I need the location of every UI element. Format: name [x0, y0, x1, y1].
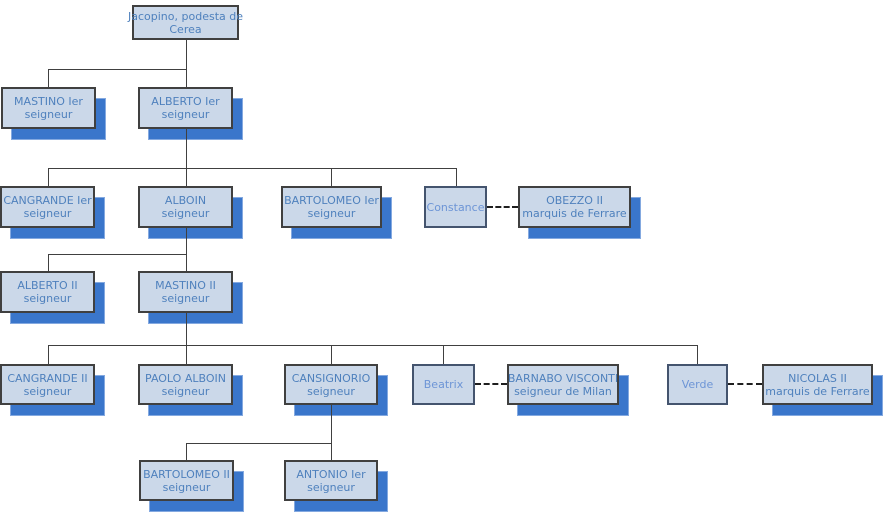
descent-connector: [331, 345, 332, 364]
node-label: MASTINO Ier: [14, 95, 83, 108]
node-label: marquis de Ferrare: [522, 207, 627, 220]
node-label: seigneur: [161, 384, 210, 398]
descent-connector: [443, 345, 444, 364]
node-label: seigneur: [307, 384, 355, 398]
descent-connector: [186, 228, 187, 255]
descent-connector: [48, 345, 49, 364]
node-label: MASTINO II: [155, 279, 216, 292]
node-label: OBEZZO II: [546, 194, 603, 207]
node-label: seigneur: [24, 108, 73, 121]
descent-connector: [48, 168, 457, 169]
node-label: Jacopino, podesta de: [128, 9, 243, 23]
node-label: NICOLAS II: [788, 371, 847, 385]
node-label: seigneur de Milan: [514, 384, 612, 398]
node-label: seigneur: [307, 480, 355, 494]
node-label: ALBOIN: [164, 194, 207, 207]
descent-connector: [48, 69, 49, 87]
node-label: ALBERTO Ier: [151, 95, 220, 108]
descent-connector: [186, 345, 187, 364]
node-label: seigneur: [162, 480, 211, 494]
node-constance: Constance: [424, 186, 487, 228]
node-label: seigneur: [307, 207, 356, 220]
node-label: Beatrix: [423, 378, 464, 391]
node-label: Verde: [681, 378, 714, 391]
descent-connector: [456, 168, 457, 186]
descent-connector: [186, 40, 187, 69]
node-label: seigneur: [23, 207, 72, 220]
descent-connector: [186, 168, 187, 186]
descent-connector: [48, 345, 698, 346]
descent-connector: [48, 254, 49, 271]
descent-connector: [331, 168, 332, 186]
node-label: marquis de Ferrare: [765, 384, 870, 398]
node-label: seigneur: [161, 207, 210, 220]
descent-connector: [186, 129, 187, 168]
node-label: seigneur: [23, 384, 72, 398]
node-verde: Verde: [667, 364, 728, 405]
marriage-connector: [475, 383, 507, 385]
node-label: CANGRANDE Ier: [3, 194, 92, 207]
descent-connector: [697, 345, 698, 364]
descent-connector: [186, 443, 187, 460]
node-label: Constance: [426, 200, 485, 214]
descent-connector: [186, 254, 187, 271]
descent-connector: [48, 254, 187, 255]
descent-connector: [331, 443, 332, 460]
descent-connector: [48, 69, 187, 70]
node-label: seigneur: [161, 292, 210, 305]
descent-connector: [186, 69, 187, 87]
node-label: BARTOLOMEO Ier: [284, 194, 379, 207]
node-label: CANSIGNORIO: [291, 371, 371, 385]
marriage-connector: [487, 206, 518, 208]
node-label: seigneur: [23, 292, 72, 305]
node-label: CANGRANDE II: [7, 371, 88, 385]
descent-connector: [186, 443, 332, 444]
descent-connector: [331, 405, 332, 443]
node-label: PAOLO ALBOIN: [145, 371, 226, 385]
marriage-connector: [728, 383, 762, 385]
node-label: ANTONIO Ier: [296, 467, 366, 481]
node-label: Cerea: [169, 22, 202, 36]
node-label: seigneur: [161, 108, 210, 121]
descent-connector: [186, 313, 187, 346]
node-label: BARTOLOMEO II: [143, 467, 230, 481]
descent-connector: [48, 168, 49, 186]
node-label: BARNABO VISCONTI: [507, 371, 619, 385]
node-beatrix: Beatrix: [412, 364, 475, 405]
node-label: ALBERTO II: [17, 279, 78, 292]
